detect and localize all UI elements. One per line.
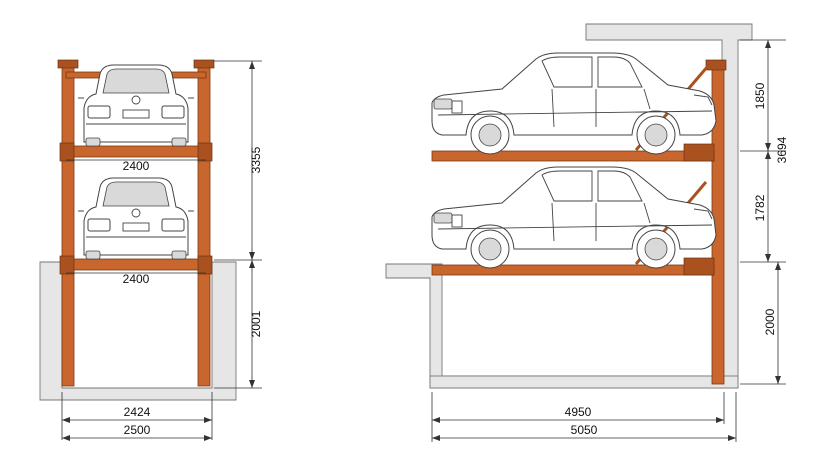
side-platform-upper	[431, 150, 715, 162]
side-car-upper	[431, 52, 717, 155]
front-platform-lower-width-label: 2400	[123, 272, 150, 286]
front-inner-width-label: 2424	[124, 405, 151, 419]
side-outer-length-label: 5050	[571, 423, 598, 437]
front-car-lower	[77, 177, 195, 260]
front-view: 2400 2400 3355 2001 2424 2500	[39, 59, 263, 441]
front-platform-upper	[65, 145, 207, 158]
front-total-height-label: 3355	[249, 146, 263, 173]
front-pit-depth-label: 2001	[249, 310, 263, 337]
side-total-height-label: 3694	[775, 136, 789, 163]
front-post-left	[61, 61, 75, 387]
front-post-right	[197, 61, 211, 387]
side-platform-lower	[431, 264, 715, 276]
front-outer-width-label: 2500	[124, 423, 151, 437]
side-lower-clearance-label: 1782	[753, 194, 767, 221]
side-upper-clearance-label: 1850	[753, 82, 767, 109]
side-inner-length-label: 4950	[565, 405, 592, 419]
side-car-lower	[431, 166, 717, 269]
side-view: 1850 3694 1782 2000 4950 5050	[385, 23, 789, 442]
side-pit-floor	[429, 375, 739, 389]
front-platform-upper-width-label: 2400	[123, 159, 150, 173]
side-pit-depth-label: 2000	[763, 308, 777, 335]
front-platform-lower	[65, 258, 207, 271]
